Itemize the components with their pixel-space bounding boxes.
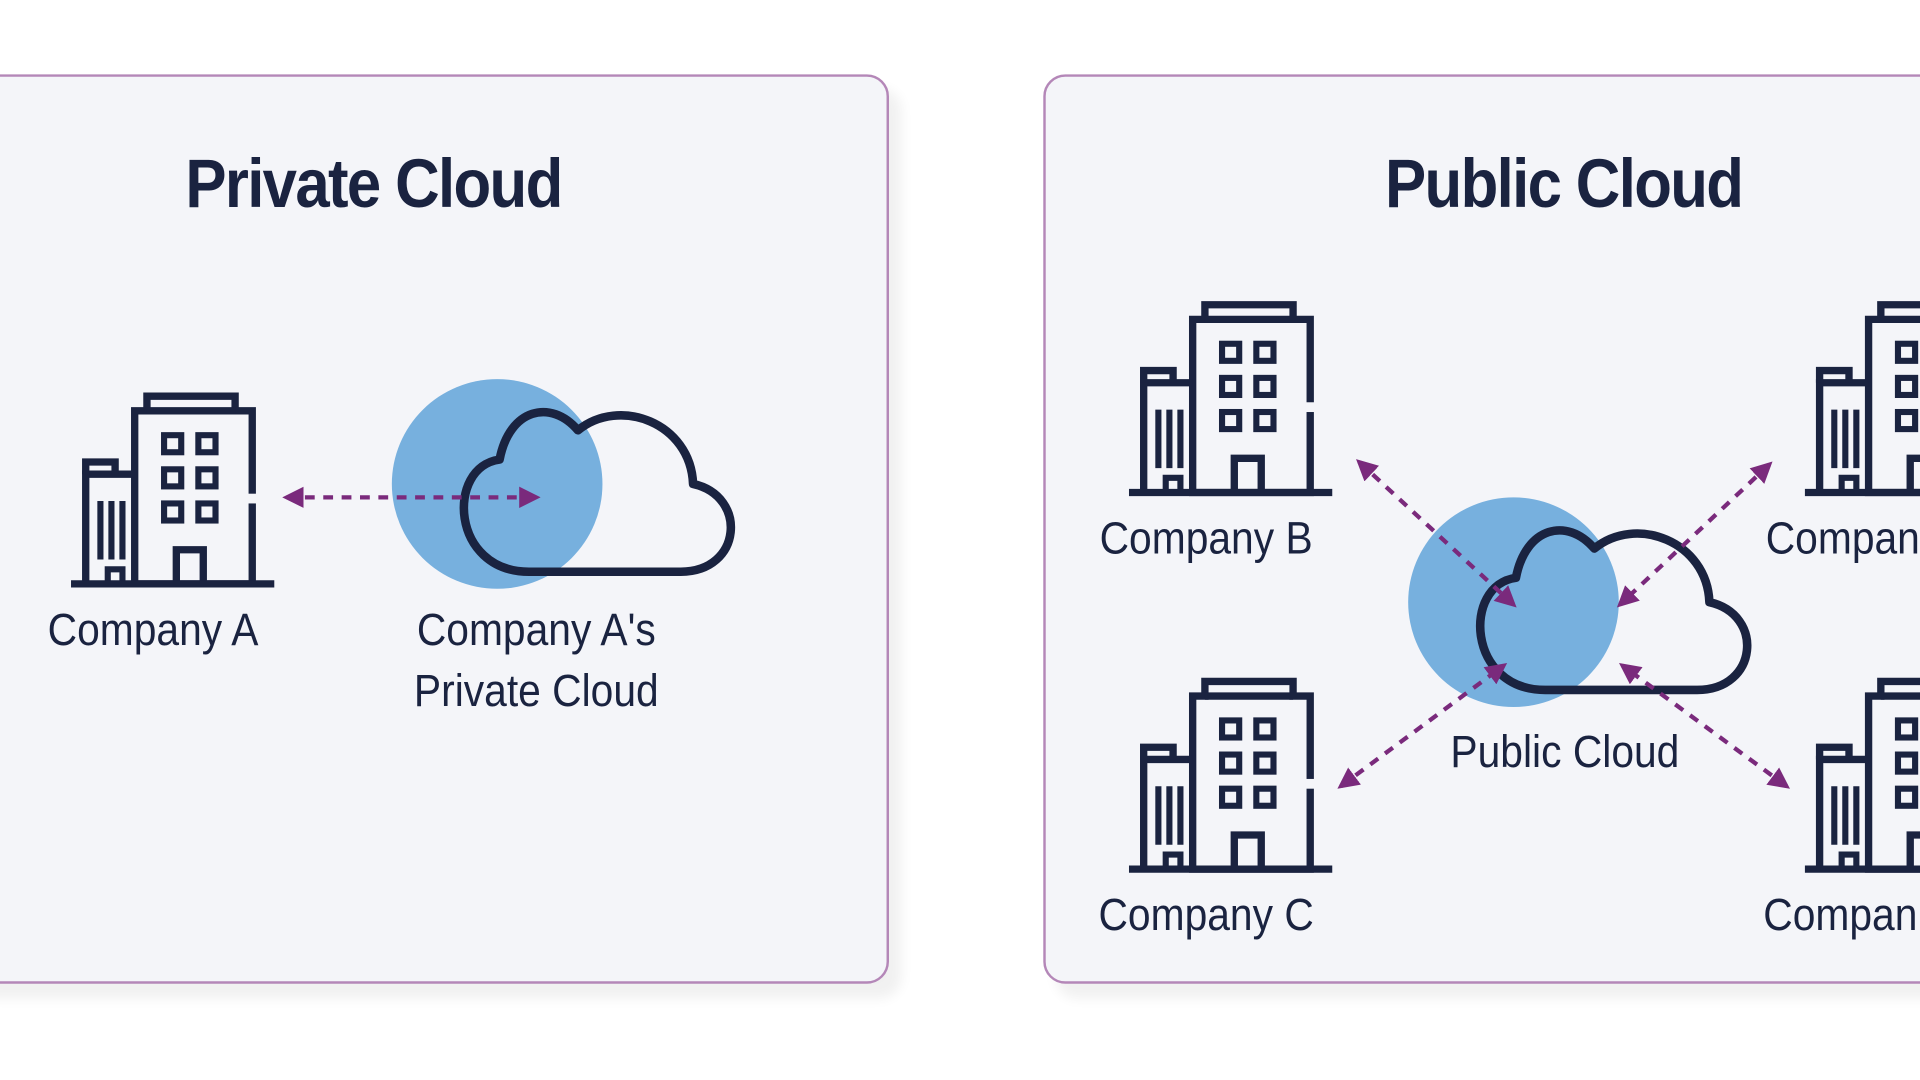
public-cloud-label: Public Cloud [1450,726,1680,777]
company-a-building-icon [71,396,274,584]
private-cloud-icon [392,379,731,589]
public-cloud-title: Public Cloud [1385,145,1744,222]
company-a-label: Company A [47,604,259,655]
company-c-building-icon [1129,681,1332,869]
company-b-building-icon [1129,305,1332,493]
private-cloud-label-line1: Company A's [416,604,656,655]
company-e-connection-arrow [1619,663,1790,789]
company-d-label: Compan [1765,513,1920,564]
company-d-building-icon [1805,305,1920,493]
private-cloud-label-line2: Private Cloud [413,665,659,716]
company-e-label: Compan [1763,889,1918,940]
company-c-connection-arrow [1337,663,1508,789]
company-e-building-icon [1805,681,1920,869]
company-d-connection-arrow [1616,461,1773,608]
company-c-label: Company C [1098,889,1314,940]
private-cloud-title: Private Cloud [185,145,563,222]
public-cloud-icon [1408,497,1747,707]
company-b-label: Company B [1099,513,1313,564]
